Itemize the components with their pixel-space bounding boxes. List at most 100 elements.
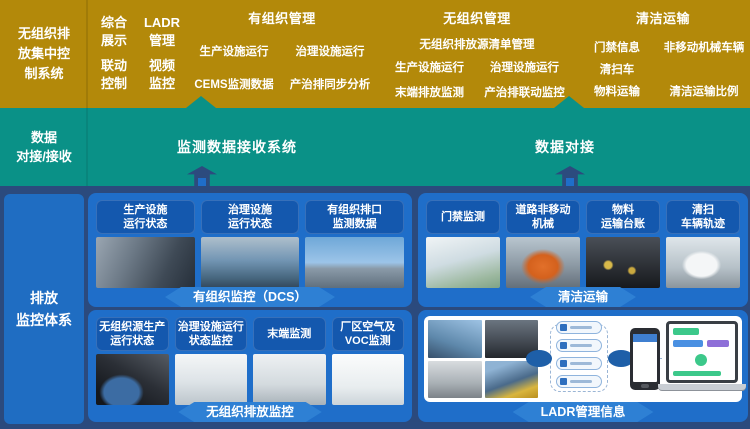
item-cems-data: CEMS监测数据 — [194, 79, 274, 91]
card-treatment-status-monitor: 治理设施运行 状态监控 — [174, 317, 247, 405]
section-title: 有组织管理 — [248, 11, 316, 26]
card-label: 治理设施运行 状态监控 — [174, 317, 247, 351]
item-treatment-facility-run: 治理设施运行 — [490, 62, 559, 74]
card-treatment-facility-status: 治理设施 运行状态 — [200, 200, 300, 288]
card-production-facility-status: 生产设施 运行状态 — [96, 200, 195, 288]
sweeper-truck-photo — [666, 237, 740, 288]
panel-organized-monitoring: 生产设施 运行状态 治理设施 运行状态 有组织排口 监测数据 有组织监控（DCS… — [88, 193, 412, 307]
panel-banner-ladr-info: LADR管理信息 — [513, 402, 654, 422]
phone-app-header — [633, 334, 657, 342]
terminal-monitor-photo — [253, 354, 326, 405]
data-link-label: 数据对接 — [535, 139, 595, 155]
flow-step-node — [556, 321, 602, 334]
laptop-ui-green-circle — [695, 354, 707, 366]
flow-step-node — [556, 375, 602, 388]
up-arrow-icon — [555, 166, 585, 186]
fugitive-source-photo — [96, 354, 169, 405]
flow-step-node — [556, 339, 602, 352]
phone-screen — [633, 334, 657, 382]
gate-access-photo — [426, 237, 500, 288]
non-road-machinery-photo — [506, 237, 580, 288]
flow-step-icon — [560, 360, 567, 367]
arrow-door-shape — [198, 177, 206, 186]
section-title: 无组织管理 — [443, 11, 511, 26]
card-fugitive-source-status: 无组织源生产 运行状态 — [96, 317, 169, 405]
flow-step-text-bar — [570, 380, 592, 383]
card-label: 清扫 车辆轨迹 — [666, 200, 740, 234]
treatment-monitor-photo — [174, 354, 247, 405]
item-treatment-facility-run: 治理设施运行 — [295, 46, 365, 58]
card-label: 有组织排口 监测数据 — [305, 200, 405, 234]
equipment-check-photo — [428, 360, 482, 398]
flow-step-icon — [560, 324, 567, 331]
module-video-surveillance: 视频 监控 — [148, 57, 175, 91]
card-terminal-monitoring: 末端监测 — [253, 317, 326, 405]
flow-step-text-bar — [570, 362, 592, 365]
laptop-ui-green-bar — [673, 328, 699, 335]
card-label: 厂区空气及 VOC监测 — [331, 317, 404, 351]
panel-clean-transport: 门禁监测 道路非移动 机械 物料 运输台账 清扫 车辆轨迹 清洁运输 — [418, 193, 748, 307]
card-row: 门禁监测 道路非移动 机械 物料 运输台账 清扫 车辆轨迹 — [418, 193, 748, 288]
card-label: 门禁监测 — [426, 200, 500, 234]
stack-outlet-photo — [305, 237, 405, 288]
card-label: 道路非移动 机械 — [506, 200, 580, 234]
panel-banner-organized-dcs: 有组织监控（DCS） — [165, 287, 335, 307]
laptop-base — [658, 384, 746, 390]
card-label: 生产设施 运行状态 — [96, 200, 195, 234]
flow-step-icon — [560, 342, 567, 349]
flow-start-node — [526, 350, 552, 367]
monitoring-system-label: 排放 监控体系 — [4, 194, 84, 424]
card-non-road-machinery: 道路非移动 机械 — [506, 200, 580, 288]
item-clean-transport-ratio: 清洁运输比例 — [669, 86, 739, 98]
panel-fugitive-monitoring: 无组织源生产 运行状态 治理设施运行 状态监控 末端监测 厂区空气及 VOC监测… — [88, 310, 412, 422]
section-items: 门禁信息 非移动机械车辆 清扫车 物料运输 清洁运输比例 — [576, 39, 750, 99]
card-voc-monitoring: 厂区空气及 VOC监测 — [331, 317, 404, 405]
flow-step-text-bar — [570, 344, 592, 347]
section-items: 生产设施运行 治理设施运行 末端排放监测 产治排联动监控 — [382, 59, 572, 100]
item-gate-info: 门禁信息 — [594, 42, 640, 54]
emission-monitoring-area: 排放 监控体系 生产设施 运行状态 治理设施 运行状态 有组织排口 监测数据 有… — [0, 186, 750, 429]
section-items: 生产设施运行 治理设施运行 CEMS监测数据 产治排同步分析 — [186, 43, 378, 92]
laptop-ui-blue-bar — [673, 340, 703, 347]
item-sweeper-truck: 清扫车 — [599, 64, 635, 76]
data-receive-band: 数据 对接/接收 监测数据接收系统 数据对接 — [0, 96, 750, 186]
ladr-photo-grid — [428, 320, 538, 398]
treatment-facility-photo — [200, 237, 300, 288]
panel-banner-clean-transport: 清洁运输 — [530, 287, 636, 307]
mobile-phone-illustration — [630, 328, 660, 390]
worker-inspection-photo — [428, 320, 482, 358]
monitoring-data-receiver-label: 监测数据接收系统 — [177, 139, 297, 155]
section-title: 清洁运输 — [635, 11, 690, 26]
item-linkage-monitor: 产治排联动监控 — [484, 87, 565, 99]
up-arrow-icon — [187, 166, 217, 186]
section-fugitive-management: 无组织管理 无组织排放源清单管理 生产设施运行 治理设施运行 末端排放监测 产治… — [382, 0, 572, 108]
card-row: 无组织源生产 运行状态 治理设施运行 状态监控 末端监测 厂区空气及 VOC监测 — [88, 310, 412, 405]
card-row: 生产设施 运行状态 治理设施 运行状态 有组织排口 监测数据 — [88, 193, 412, 288]
item-material-transport: 物料运输 — [594, 86, 640, 98]
system-title: 无组织排 放集中控 制系统 — [0, 0, 88, 108]
control-modules: 综合 展示 LADR 管理 联动 控制 视频 监控 — [88, 0, 188, 108]
material-transport-photo — [586, 237, 660, 288]
item-production-facility-run: 生产设施运行 — [395, 62, 464, 74]
laptop-ui-bottom-bar — [673, 371, 721, 376]
module-ladr-management: LADR 管理 — [143, 14, 181, 48]
card-stack-outlet-data: 有组织排口 监测数据 — [305, 200, 405, 288]
ladr-flowchart — [556, 321, 602, 393]
flow-step-text-bar — [570, 326, 592, 329]
flow-step-node — [556, 357, 602, 370]
card-label: 末端监测 — [253, 317, 326, 351]
top-function-band: 无组织排 放集中控 制系统 综合 展示 LADR 管理 联动 控制 视频 监控 … — [0, 0, 750, 108]
section-clean-transport: 清洁运输 门禁信息 非移动机械车辆 清扫车 物料运输 清洁运输比例 — [576, 0, 750, 108]
plant-inspection-photo — [484, 320, 538, 358]
production-facility-photo — [96, 237, 195, 288]
module-linkage-control: 联动 控制 — [100, 57, 127, 91]
worker-ladder-photo — [484, 360, 538, 398]
card-sweeper-track: 清扫 车辆轨迹 — [666, 200, 740, 288]
section-organized-management: 有组织管理 生产设施运行 治理设施运行 CEMS监测数据 产治排同步分析 — [186, 0, 378, 108]
data-io-label: 数据 对接/接收 — [0, 108, 88, 186]
card-gate-monitoring: 门禁监测 — [426, 200, 500, 288]
phone-home-button — [641, 384, 649, 388]
flow-step-icon — [560, 378, 567, 385]
card-label: 物料 运输台账 — [586, 200, 660, 234]
